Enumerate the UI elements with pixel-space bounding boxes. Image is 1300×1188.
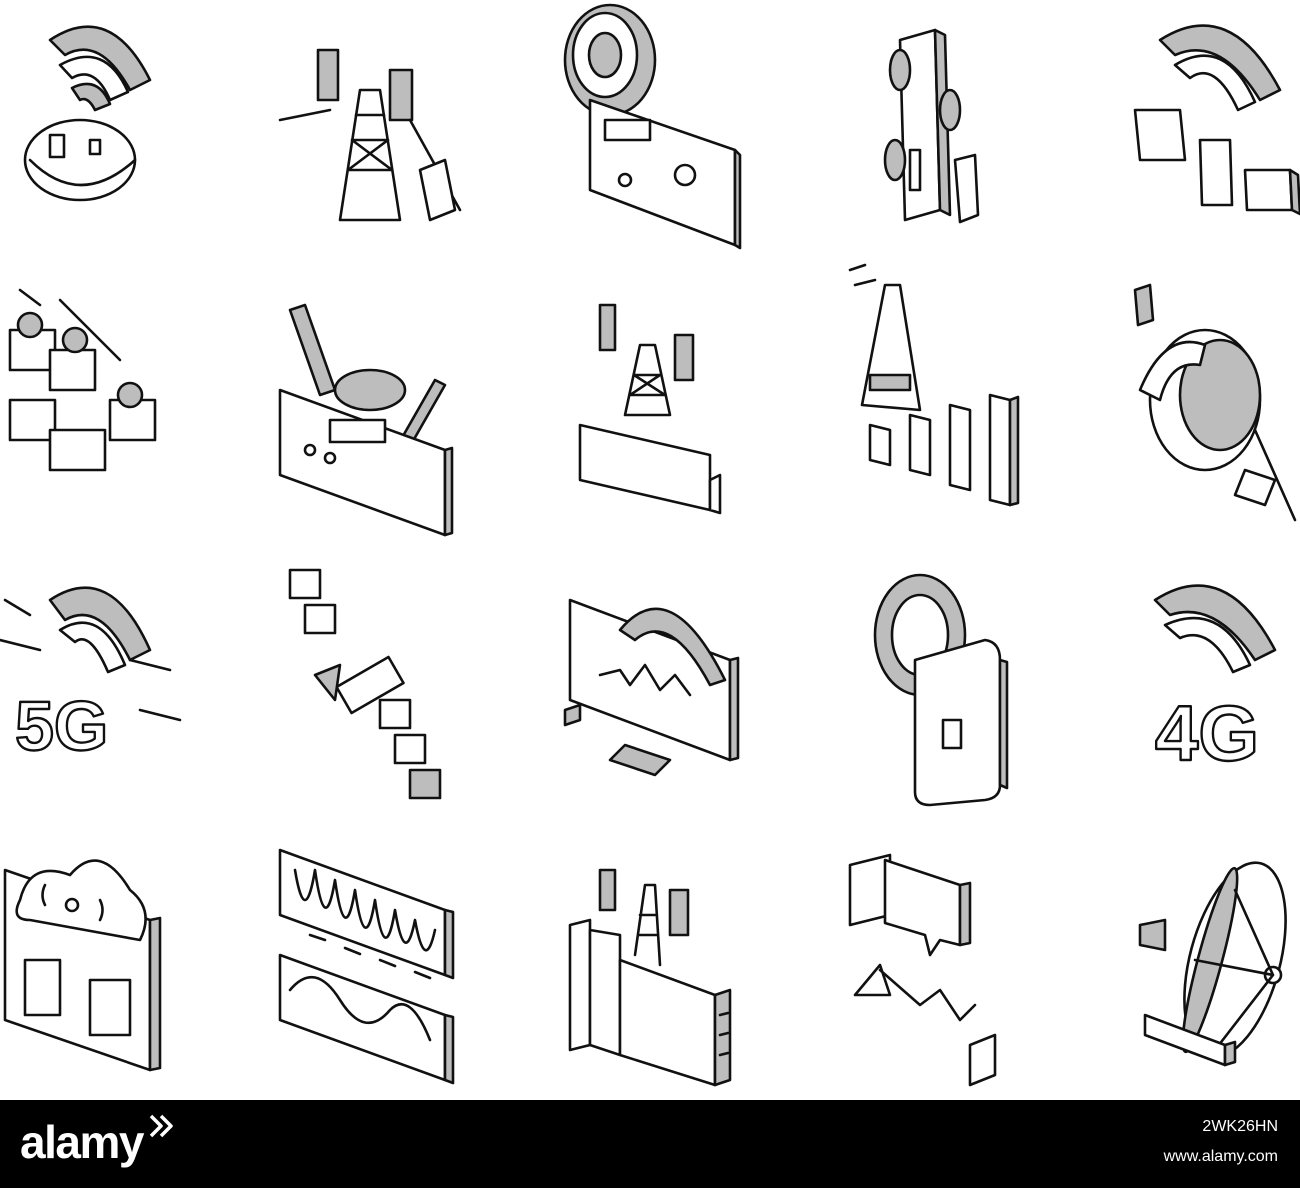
- brand-logo-icon: [148, 1112, 174, 1140]
- svg-text:4G: 4G: [1155, 689, 1259, 777]
- satellite-icon: [270, 560, 470, 800]
- image-info: 2WK26HN www.alamy.com: [1164, 1112, 1278, 1172]
- wifi-cloud-icon: [10, 0, 210, 240]
- broadcast-building-icon: [560, 845, 760, 1087]
- frequency-modulation-icon: [270, 840, 470, 1085]
- chat-communication-icon: [845, 845, 1045, 1087]
- wifi-network-devices-icon: [1120, 0, 1300, 240]
- satellite-dish-globe-icon: [1125, 270, 1300, 522]
- radio-receiver-icon: [560, 0, 760, 250]
- smartphone-signal-icon: [865, 570, 1065, 810]
- video-conference-icon: [0, 270, 200, 510]
- svg-text:5G: 5G: [15, 687, 108, 765]
- monitor-signal-icon: [560, 560, 760, 800]
- brand-wordmark: alamy: [20, 1116, 144, 1168]
- icon-set-canvas: 5G: [0, 0, 1300, 1090]
- image-id: 2WK26HN: [1202, 1118, 1278, 1135]
- mobile-antenna-icon: [860, 10, 1060, 250]
- radio-telescope-icon: [1135, 850, 1300, 1090]
- 5g-network-icon: 5G: [0, 560, 200, 800]
- watermark-footer: alamy 2WK26HN www.alamy.com: [0, 1100, 1300, 1188]
- radio-transmitter-icon: [270, 290, 470, 537]
- 4g-network-icon: 4G: [1125, 560, 1300, 800]
- radio-station-tower-icon: [570, 285, 770, 525]
- site-url: www.alamy.com: [1163, 1148, 1278, 1165]
- signal-strength-icon: [848, 263, 1050, 507]
- cloud-computer-icon: [0, 840, 200, 1080]
- transmission-tower-icon: [270, 10, 470, 250]
